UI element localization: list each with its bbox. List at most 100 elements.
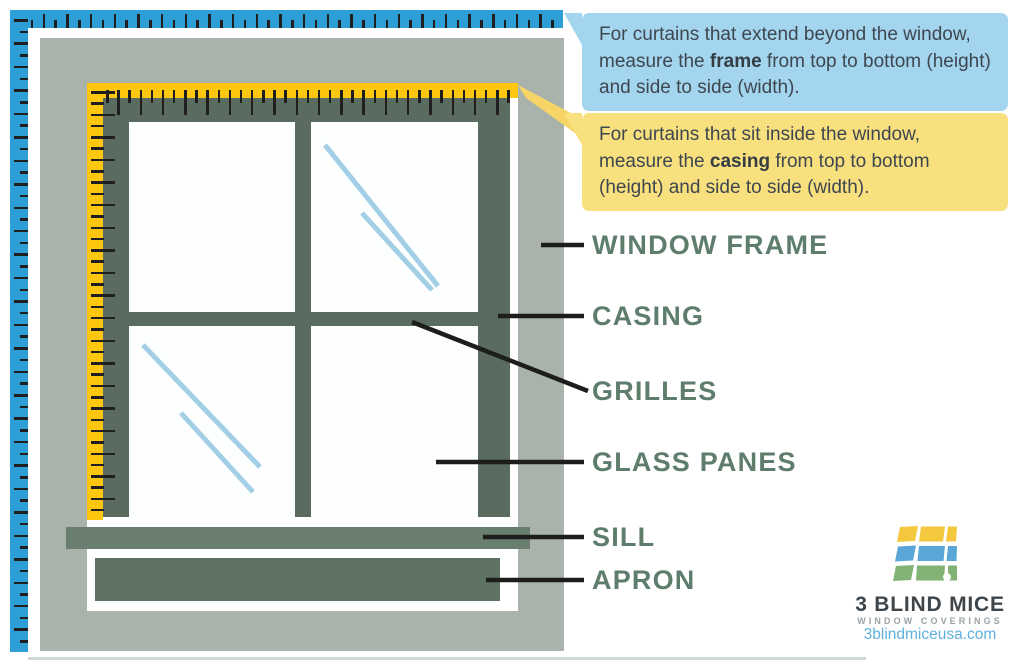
- ruler-tick: [149, 20, 152, 28]
- ruler-tick: [20, 569, 28, 573]
- ruler-tick: [14, 581, 28, 584]
- ruler-tick: [206, 90, 209, 115]
- ruler-tick: [228, 90, 232, 115]
- ruler-tick: [91, 124, 104, 128]
- ruler-tick: [91, 91, 115, 94]
- ruler-tick: [91, 181, 115, 184]
- ruler-tick: [91, 113, 115, 117]
- ruler-tick: [91, 486, 104, 489]
- ruler-tick: [326, 14, 330, 28]
- ruler-tick: [397, 14, 400, 28]
- ruler-tick: [160, 14, 164, 28]
- ruler-tick: [172, 20, 176, 28]
- ruler-tick: [20, 405, 28, 409]
- ruler-tick: [468, 14, 471, 28]
- ruler-tick: [14, 417, 28, 420]
- ruler-tick: [406, 90, 410, 115]
- ruler-tick: [20, 265, 28, 268]
- ruler-tick: [117, 90, 120, 115]
- ruler-tick: [217, 90, 221, 103]
- ruler-tick: [20, 124, 28, 127]
- ruler-tick: [340, 90, 343, 115]
- ruler-tick: [137, 14, 140, 28]
- yellow-ruler-top-icon: [87, 83, 518, 115]
- ruler-tick: [14, 19, 28, 22]
- ruler-tick: [314, 20, 318, 28]
- ruler-tick: [284, 90, 287, 103]
- ruler-tick: [373, 90, 377, 103]
- ruler-tick: [91, 136, 115, 139]
- blinds-logo-icon: [893, 526, 957, 581]
- ruler-tick: [515, 14, 519, 28]
- ruler-tick: [125, 20, 128, 28]
- ruler-tick: [362, 20, 365, 28]
- ruler-tick: [492, 14, 495, 28]
- ruler-tick: [373, 14, 377, 28]
- ruler-tick: [20, 358, 28, 362]
- ruler-tick: [150, 90, 154, 103]
- window-sill: [66, 527, 530, 549]
- ruler-tick: [101, 20, 105, 28]
- ruler-tick: [78, 20, 81, 28]
- label-apron: APRON: [592, 565, 696, 595]
- blue-ruler-left-icon: [10, 10, 28, 652]
- ruler-tick: [172, 90, 176, 103]
- ruler-tick: [91, 475, 115, 478]
- ruler-tick: [20, 54, 28, 57]
- bottom-baseline: [28, 657, 866, 660]
- ruler-tick: [20, 171, 28, 174]
- ruler-tick: [20, 499, 28, 502]
- ruler-tick: [91, 215, 104, 218]
- ruler-tick: [503, 20, 507, 28]
- ruler-tick: [14, 89, 28, 92]
- ruler-tick: [14, 206, 28, 209]
- ruler-tick: [14, 65, 28, 69]
- ruler-tick: [14, 300, 28, 303]
- ruler-tick: [20, 452, 28, 456]
- ruler-tick: [14, 183, 28, 186]
- ruler-tick: [20, 640, 28, 643]
- glass-pane-bottom-left: [129, 326, 295, 517]
- ruler-tick: [91, 158, 115, 162]
- ruler-tick: [440, 90, 443, 103]
- label-glass-panes: GLASS PANES: [592, 447, 797, 477]
- ruler-tick: [409, 20, 412, 28]
- ruler-tick: [262, 90, 265, 103]
- ruler-tick: [362, 90, 365, 115]
- ruler-tick: [231, 14, 235, 28]
- ruler-tick: [91, 429, 115, 433]
- ruler-tick: [473, 90, 477, 115]
- ruler-tick: [317, 90, 321, 115]
- ruler-tick: [384, 90, 388, 115]
- ruler-tick: [351, 90, 354, 103]
- callout-casing-text: For curtains that sit inside the window,…: [599, 124, 921, 172]
- ruler-tick: [89, 14, 93, 28]
- ruler-tick: [20, 476, 28, 479]
- ruler-tick: [250, 90, 254, 115]
- window-casing: [103, 98, 510, 517]
- ruler-tick: [20, 147, 28, 151]
- ruler-tick: [20, 77, 28, 81]
- ruler-tick: [20, 194, 28, 198]
- ruler-tick: [395, 90, 399, 103]
- ruler-tick: [91, 305, 104, 309]
- ruler-tick: [91, 260, 104, 263]
- ruler-tick: [91, 283, 104, 286]
- ruler-tick: [91, 328, 104, 331]
- ruler-tick: [91, 147, 104, 150]
- ruler-tick: [20, 101, 28, 104]
- ruler-tick: [91, 384, 115, 388]
- ruler-tick: [451, 90, 454, 115]
- ruler-tick: [91, 249, 115, 252]
- logo-url-link[interactable]: 3blindmiceusa.com: [863, 626, 997, 643]
- ruler-tick: [184, 90, 187, 115]
- label-casing: CASING: [592, 301, 705, 331]
- ruler-tick: [91, 463, 104, 467]
- ruler-tick: [91, 407, 115, 410]
- glass-pane-bottom-right: [311, 326, 478, 517]
- ruler-tick: [20, 218, 28, 221]
- ruler-tick: [106, 90, 109, 103]
- ruler-tick: [91, 508, 104, 512]
- ruler-tick: [20, 593, 28, 596]
